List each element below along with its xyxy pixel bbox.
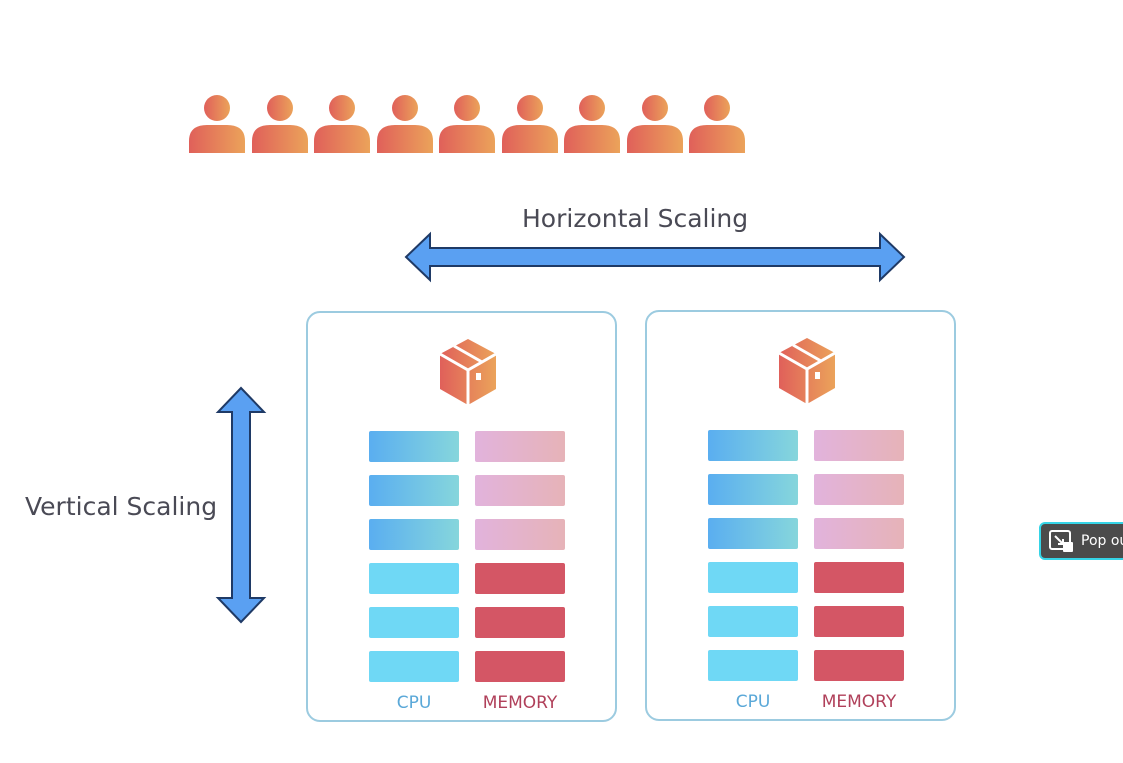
- horizontal-scaling-label: Horizontal Scaling: [522, 204, 749, 233]
- cpu-label: CPU: [396, 693, 432, 713]
- popout-icon: [1049, 530, 1073, 552]
- memory-unit: [814, 650, 904, 681]
- memory-unit: [475, 651, 565, 682]
- memory-label: MEMORY: [821, 692, 897, 712]
- popout-button[interactable]: Pop out: [1039, 522, 1123, 560]
- memory-unit: [475, 475, 565, 506]
- memory-unit: [814, 430, 904, 461]
- package-icon: [778, 338, 836, 404]
- cpu-unit: [369, 563, 459, 594]
- cpu-unit: [708, 606, 798, 637]
- vertical-arrow-icon: [215, 386, 267, 624]
- vertical-scaling-label: Vertical Scaling: [25, 492, 218, 521]
- horizontal-arrow-icon: [404, 231, 906, 283]
- person-icon: [626, 95, 683, 153]
- memory-unit: [814, 562, 904, 593]
- person-icon: [251, 95, 308, 153]
- cpu-unit: [708, 650, 798, 681]
- person-icon: [189, 95, 245, 153]
- cpu-unit: [369, 475, 459, 506]
- package-icon: [439, 339, 497, 405]
- cpu-unit: [369, 431, 459, 462]
- memory-unit: [475, 607, 565, 638]
- memory-unit: [814, 606, 904, 637]
- server-node: CPU MEMORY: [645, 310, 956, 721]
- cpu-unit: [369, 607, 459, 638]
- person-icon: [314, 95, 370, 153]
- memory-unit: [475, 519, 565, 550]
- memory-unit: [475, 431, 565, 462]
- person-icon: [564, 95, 620, 153]
- server-node: CPU MEMORY: [306, 311, 617, 722]
- memory-unit: [814, 518, 904, 549]
- cpu-unit: [708, 562, 798, 593]
- cpu-unit: [369, 519, 459, 550]
- person-icon: [439, 95, 495, 153]
- cpu-label: CPU: [735, 692, 771, 712]
- cpu-unit: [369, 651, 459, 682]
- memory-unit: [475, 563, 565, 594]
- person-icon: [689, 95, 745, 153]
- cpu-unit: [708, 430, 798, 461]
- person-icon: [501, 95, 558, 153]
- popout-label: Pop out: [1081, 533, 1123, 549]
- cpu-unit: [708, 518, 798, 549]
- cpu-unit: [708, 474, 798, 505]
- person-icon: [376, 95, 433, 153]
- memory-label: MEMORY: [482, 693, 558, 713]
- memory-unit: [814, 474, 904, 505]
